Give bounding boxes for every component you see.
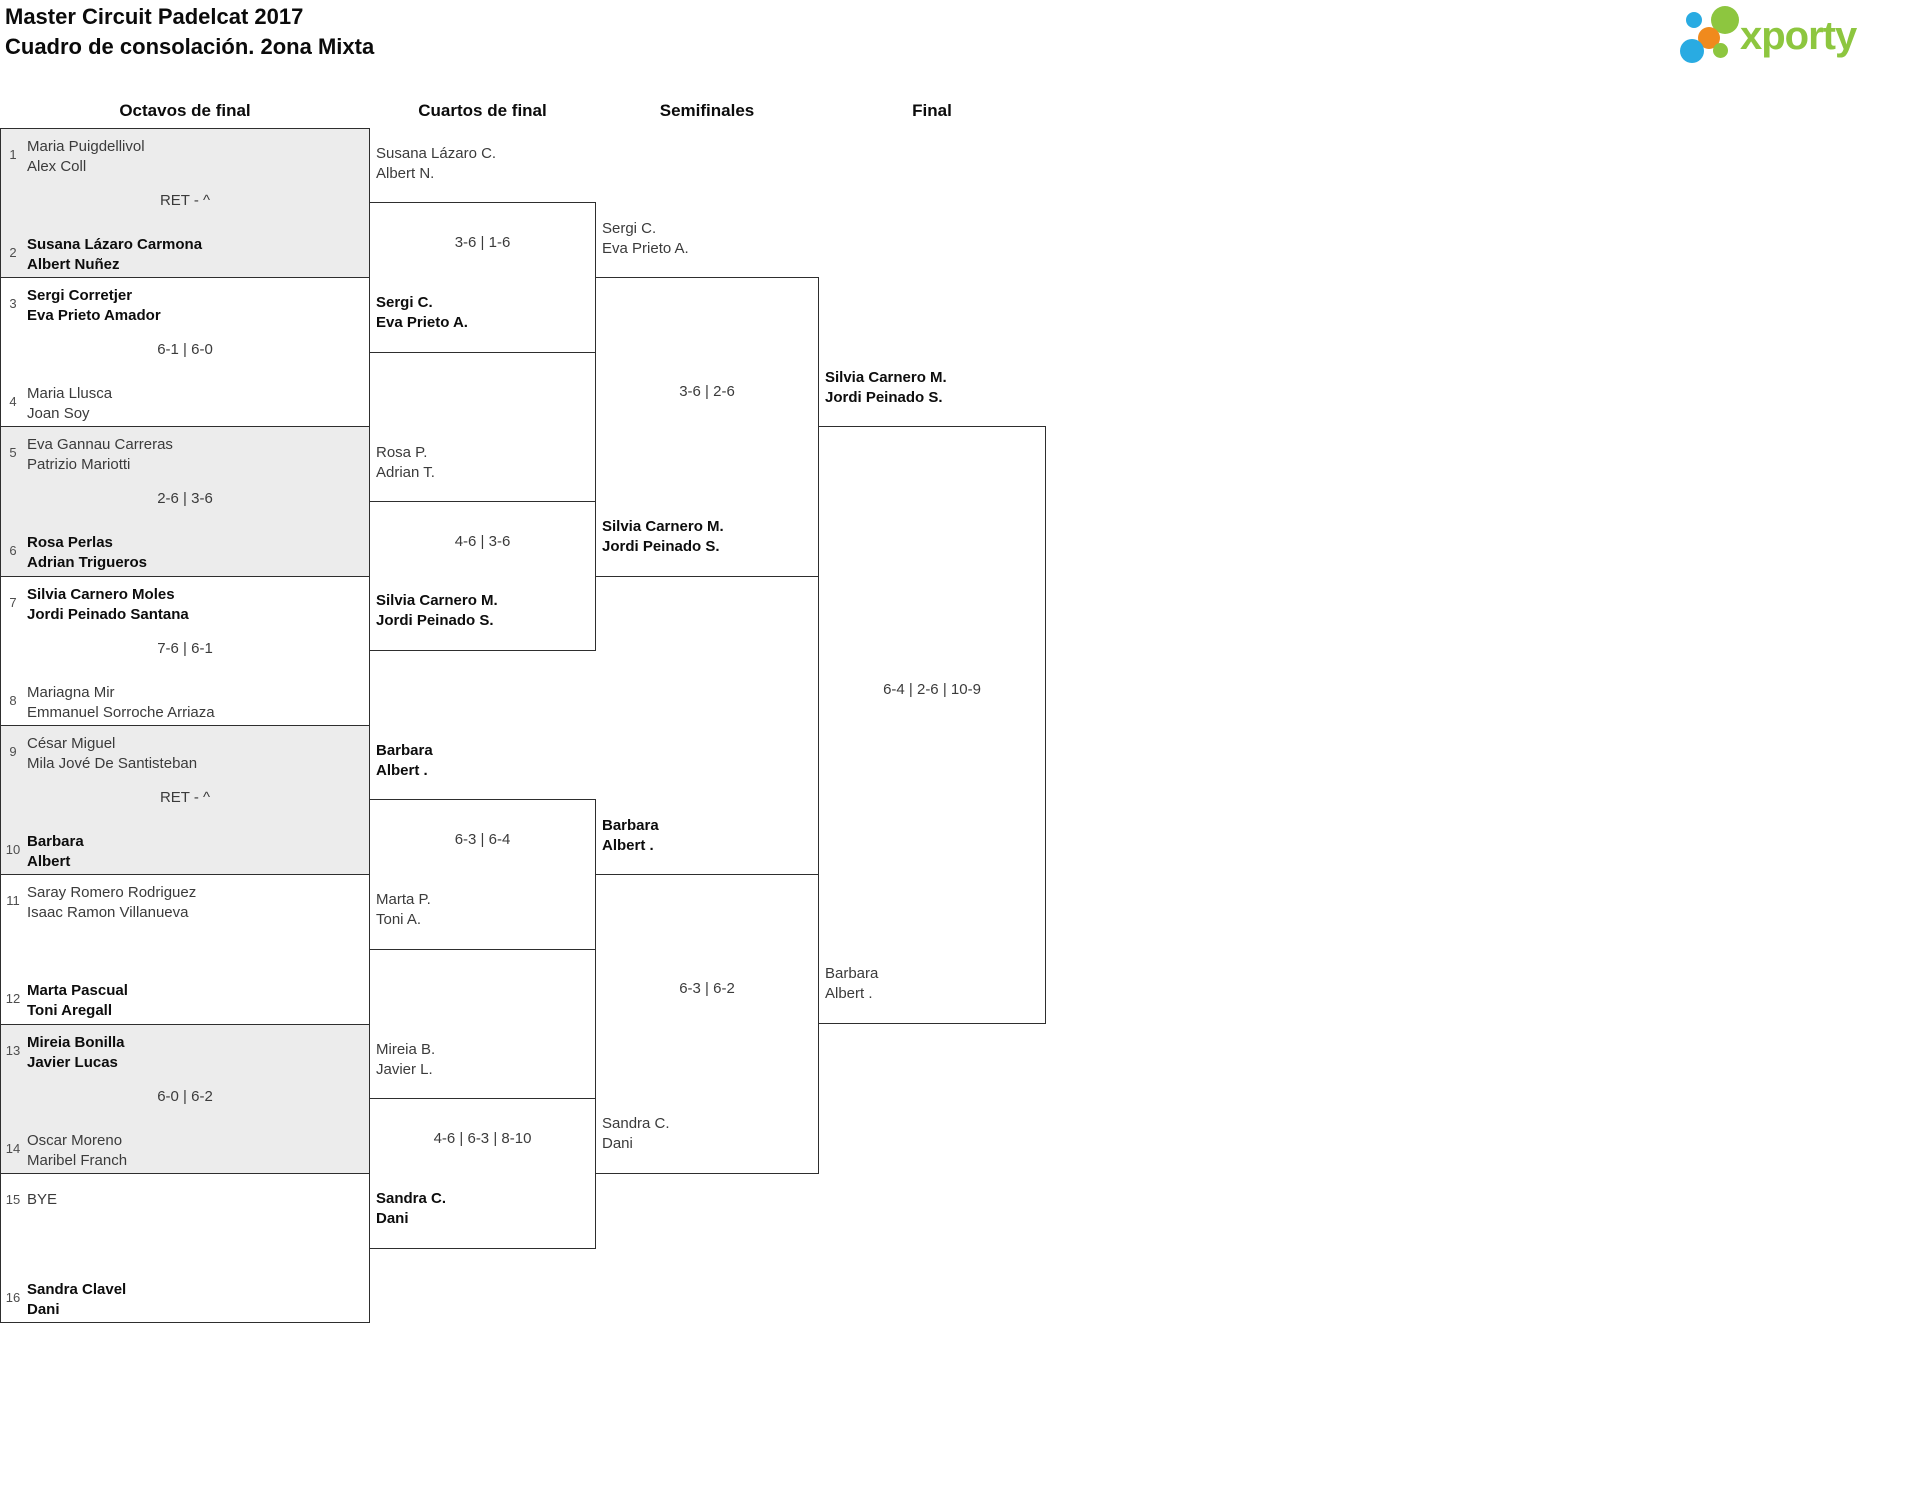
final-match: Silvia Carnero M.Jordi Peinado S. 6-4 | … [818,369,1046,1024]
round-header-octavos: Octavos de final [119,101,251,120]
logo-dot-green-small-icon [1713,43,1728,58]
seed-number: 12 [5,991,21,1006]
seed-number: 4 [9,394,17,409]
match-score: 7-6 | 6-1 [157,640,213,657]
seed-number: 9 [9,744,17,759]
sf-match-1: Sergi C.Eva Prieto A. 3-6 | 2-6 Silvia C… [595,220,819,577]
match-score: 3-6 | 2-6 [679,383,735,400]
team-name: Mireia B.Javier L. [376,1041,436,1078]
seed-number: 1 [9,147,17,162]
seed-number: 8 [9,693,17,708]
seed-number: 15 [5,1192,21,1207]
team-name: Rosa P.Adrian T. [376,444,435,481]
match-score: 6-3 | 6-2 [679,980,735,997]
team-name: Sergi C.Eva Prieto A. [376,294,468,331]
seed-number: 11 [6,893,20,908]
match-score: 4-6 | 6-3 | 8-10 [433,1130,532,1147]
match-score: 6-0 | 6-2 [157,1088,213,1105]
team-name: Sandra C.Dani [376,1190,447,1227]
seed-number: 5 [9,445,17,460]
page-subtitle: Cuadro de consolación. 2ona Mixta [5,34,375,59]
round-header-final: Final [912,101,952,120]
seed-number: 2 [9,245,17,260]
logo-dot-blue-big-icon [1680,39,1704,63]
seed-number: 10 [5,842,21,857]
match-score: 6-4 | 2-6 | 10-9 [883,681,981,698]
seed-number: 6 [9,543,17,558]
team-name: Marta P.Toni A. [376,891,431,928]
team-name: Sergi C.Eva Prieto A. [602,220,689,257]
seed-number: 14 [5,1141,21,1156]
match-score: 4-6 | 3-6 [454,533,511,550]
match-score: 6-1 | 6-0 [157,341,213,358]
round-header-semifinales: Semifinales [659,101,755,120]
match-score: 6-3 | 6-4 [454,831,511,848]
qf-match-4: Mireia B.Javier L. 4-6 | 6-3 | 8-10 Sand… [369,1041,596,1249]
seed-number: 7 [9,595,17,610]
team-name: Silvia Carnero M.Jordi Peinado S. [602,518,724,555]
match-score: RET - ^ [159,789,211,806]
page-title: Master Circuit Padelcat 2017 [5,4,304,29]
team-name: Sandra C.Dani [602,1115,670,1152]
xporty-logo[interactable]: xporty [1680,4,1898,68]
team-name: Susana Lázaro C.Albert N. [376,145,497,182]
qf-match-1: Susana Lázaro C.Albert N. 3-6 | 1-6 Serg… [369,145,596,353]
match-score: 3-6 | 1-6 [454,234,511,251]
seed-number: 13 [5,1043,21,1058]
round-header-cuartos: Cuartos de final [418,101,547,120]
logo-wordmark: xporty [1740,14,1857,58]
match-score: RET - ^ [159,192,211,209]
team-name: Silvia Carnero M.Jordi Peinado S. [825,369,947,406]
logo-dot-orange-icon [1698,27,1720,49]
seed-number: 16 [5,1290,21,1305]
team-name: Silvia Carnero M.Jordi Peinado S. [376,592,498,629]
match-score: 2-6 | 3-6 [157,490,213,507]
seed-number: 3 [9,296,17,311]
team-name: BYE [27,1191,58,1208]
logo-dot-blue-small-icon [1686,12,1702,28]
qf-match-2: Rosa P.Adrian T. 4-6 | 3-6 Silvia Carner… [369,444,596,651]
